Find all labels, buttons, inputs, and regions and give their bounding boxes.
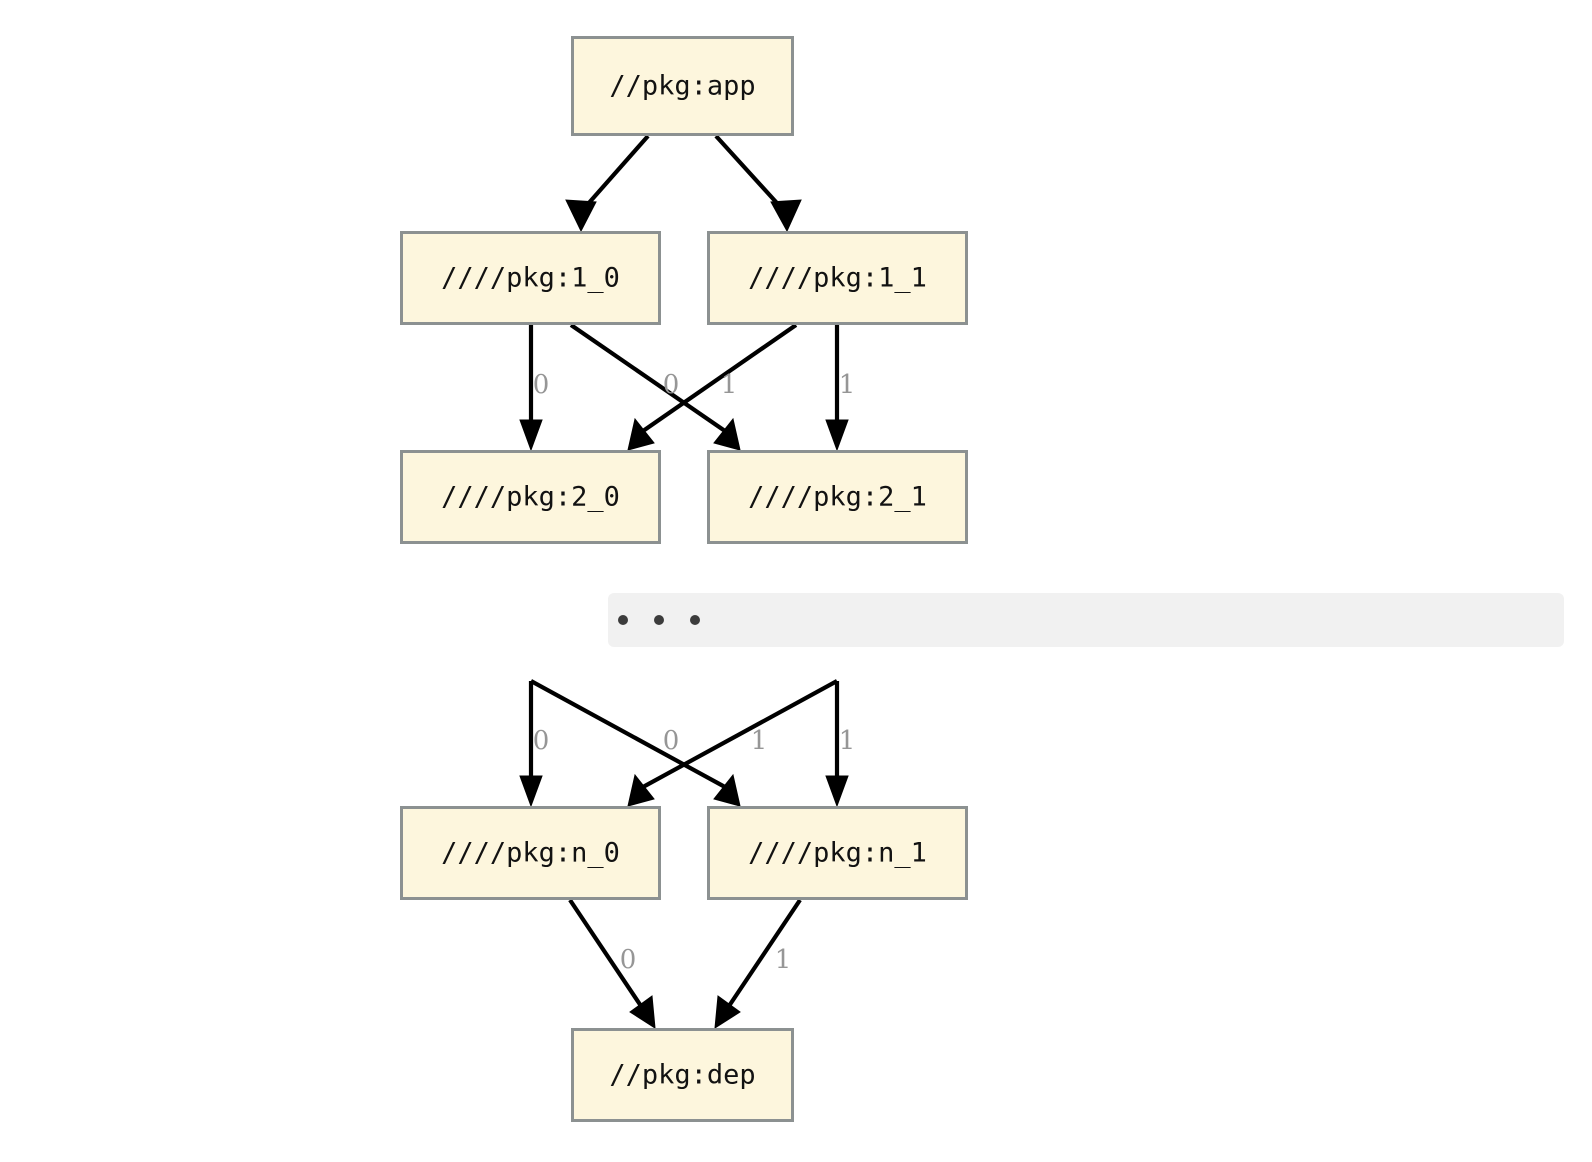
arrowhead-icon (713, 773, 741, 807)
ellipsis-dot-0 (618, 615, 628, 625)
node-box[interactable] (707, 231, 968, 325)
edge-label-layer: 0 0 1 1 0 0 1 1 0 1 (533, 370, 856, 975)
edge-e-1_0-2_1 (569, 323, 741, 451)
edge-e-n_1-dep (714, 898, 802, 1029)
node-box[interactable] (400, 231, 661, 325)
arrowhead-icon (627, 773, 655, 807)
edge-label-e-1_1-2_0: 1 (721, 370, 738, 400)
arrowhead-icon (714, 995, 741, 1029)
node-n2_0[interactable]: ////pkg:2_0 (400, 450, 661, 544)
node-box[interactable] (571, 36, 794, 136)
edge-label-e-stub-n_1-cross: 0 (663, 726, 680, 756)
edge-line (568, 898, 645, 1011)
edge-label-e-stub-n_1: 1 (839, 726, 856, 756)
node-n1_1[interactable]: ////pkg:1_1 (707, 231, 968, 325)
node-dep[interactable]: //pkg:dep (571, 1028, 794, 1122)
edge-line (641, 679, 839, 789)
edge-e-n_0-dep (568, 898, 656, 1029)
arrowhead-icon (627, 417, 655, 451)
node-label: //pkg:dep (609, 1060, 755, 1091)
node-box[interactable] (571, 1028, 794, 1122)
node-label: ////pkg:n_0 (441, 838, 620, 869)
node-label: ////pkg:1_1 (748, 263, 927, 294)
arrowhead-icon (825, 775, 849, 808)
node-nn_0[interactable]: ////pkg:n_0 (400, 806, 661, 900)
edge-e-stub-n_1 (825, 681, 849, 808)
edge-label-e-1_0-2_0: 0 (533, 370, 550, 400)
node-box[interactable] (707, 450, 968, 544)
edge-line (725, 898, 802, 1011)
node-app[interactable]: //pkg:app (571, 36, 794, 136)
arrowhead-icon (629, 995, 656, 1029)
node-box[interactable] (707, 806, 968, 900)
arrowhead-icon (770, 199, 802, 233)
arrowhead-icon (519, 419, 543, 452)
edge-e-1_1-2_1 (825, 325, 849, 452)
node-nn_1[interactable]: ////pkg:n_1 (707, 806, 968, 900)
edge-line (529, 679, 727, 789)
node-layer: //pkg:app ////pkg:1_0 ////pkg:1_1 ////pkg:2… (400, 36, 968, 1122)
arrowhead-icon (519, 775, 543, 808)
edge-line (714, 134, 788, 215)
edge-line (569, 323, 727, 433)
node-label: ////pkg:2_0 (441, 482, 620, 513)
edge-label-e-1_0-2_1: 0 (663, 370, 680, 400)
node-n2_1[interactable]: ////pkg:2_1 (707, 450, 968, 544)
ellipsis-dot-1 (654, 615, 664, 625)
edge-line (641, 323, 798, 433)
node-n1_0[interactable]: ////pkg:1_0 (400, 231, 661, 325)
node-label: ////pkg:n_1 (748, 838, 927, 869)
node-label: //pkg:app (609, 71, 755, 102)
elided-section (608, 593, 1564, 647)
ellipsis-band (608, 593, 1564, 647)
edge-label-e-stub-n_0: 0 (533, 726, 550, 756)
arrowhead-icon (565, 199, 597, 233)
edge-label-e-n_1-dep: 1 (775, 945, 792, 975)
edge-e-1_1-2_0 (627, 323, 798, 451)
edge-layer (519, 134, 849, 1029)
node-label: ////pkg:1_0 (441, 263, 620, 294)
ellipsis-dot-2 (690, 615, 700, 625)
node-box[interactable] (400, 806, 661, 900)
edge-e-1_0-2_0 (519, 325, 543, 452)
edge-e-stub-n_0-cross (627, 679, 839, 807)
node-box[interactable] (400, 450, 661, 544)
edge-label-e-1_1-2_1: 1 (839, 370, 856, 400)
edge-e-app-1_0 (565, 134, 650, 233)
edge-label-e-stub-n_0-cross: 1 (751, 726, 768, 756)
edge-line (578, 134, 650, 215)
arrowhead-icon (713, 417, 741, 451)
edge-e-stub-n_0 (519, 681, 543, 808)
edge-e-app-1_1 (714, 134, 802, 233)
arrowhead-icon (825, 419, 849, 452)
edge-e-stub-n_1-cross (529, 679, 741, 807)
node-label: ////pkg:2_1 (748, 482, 927, 513)
edge-label-e-n_0-dep: 0 (620, 945, 637, 975)
